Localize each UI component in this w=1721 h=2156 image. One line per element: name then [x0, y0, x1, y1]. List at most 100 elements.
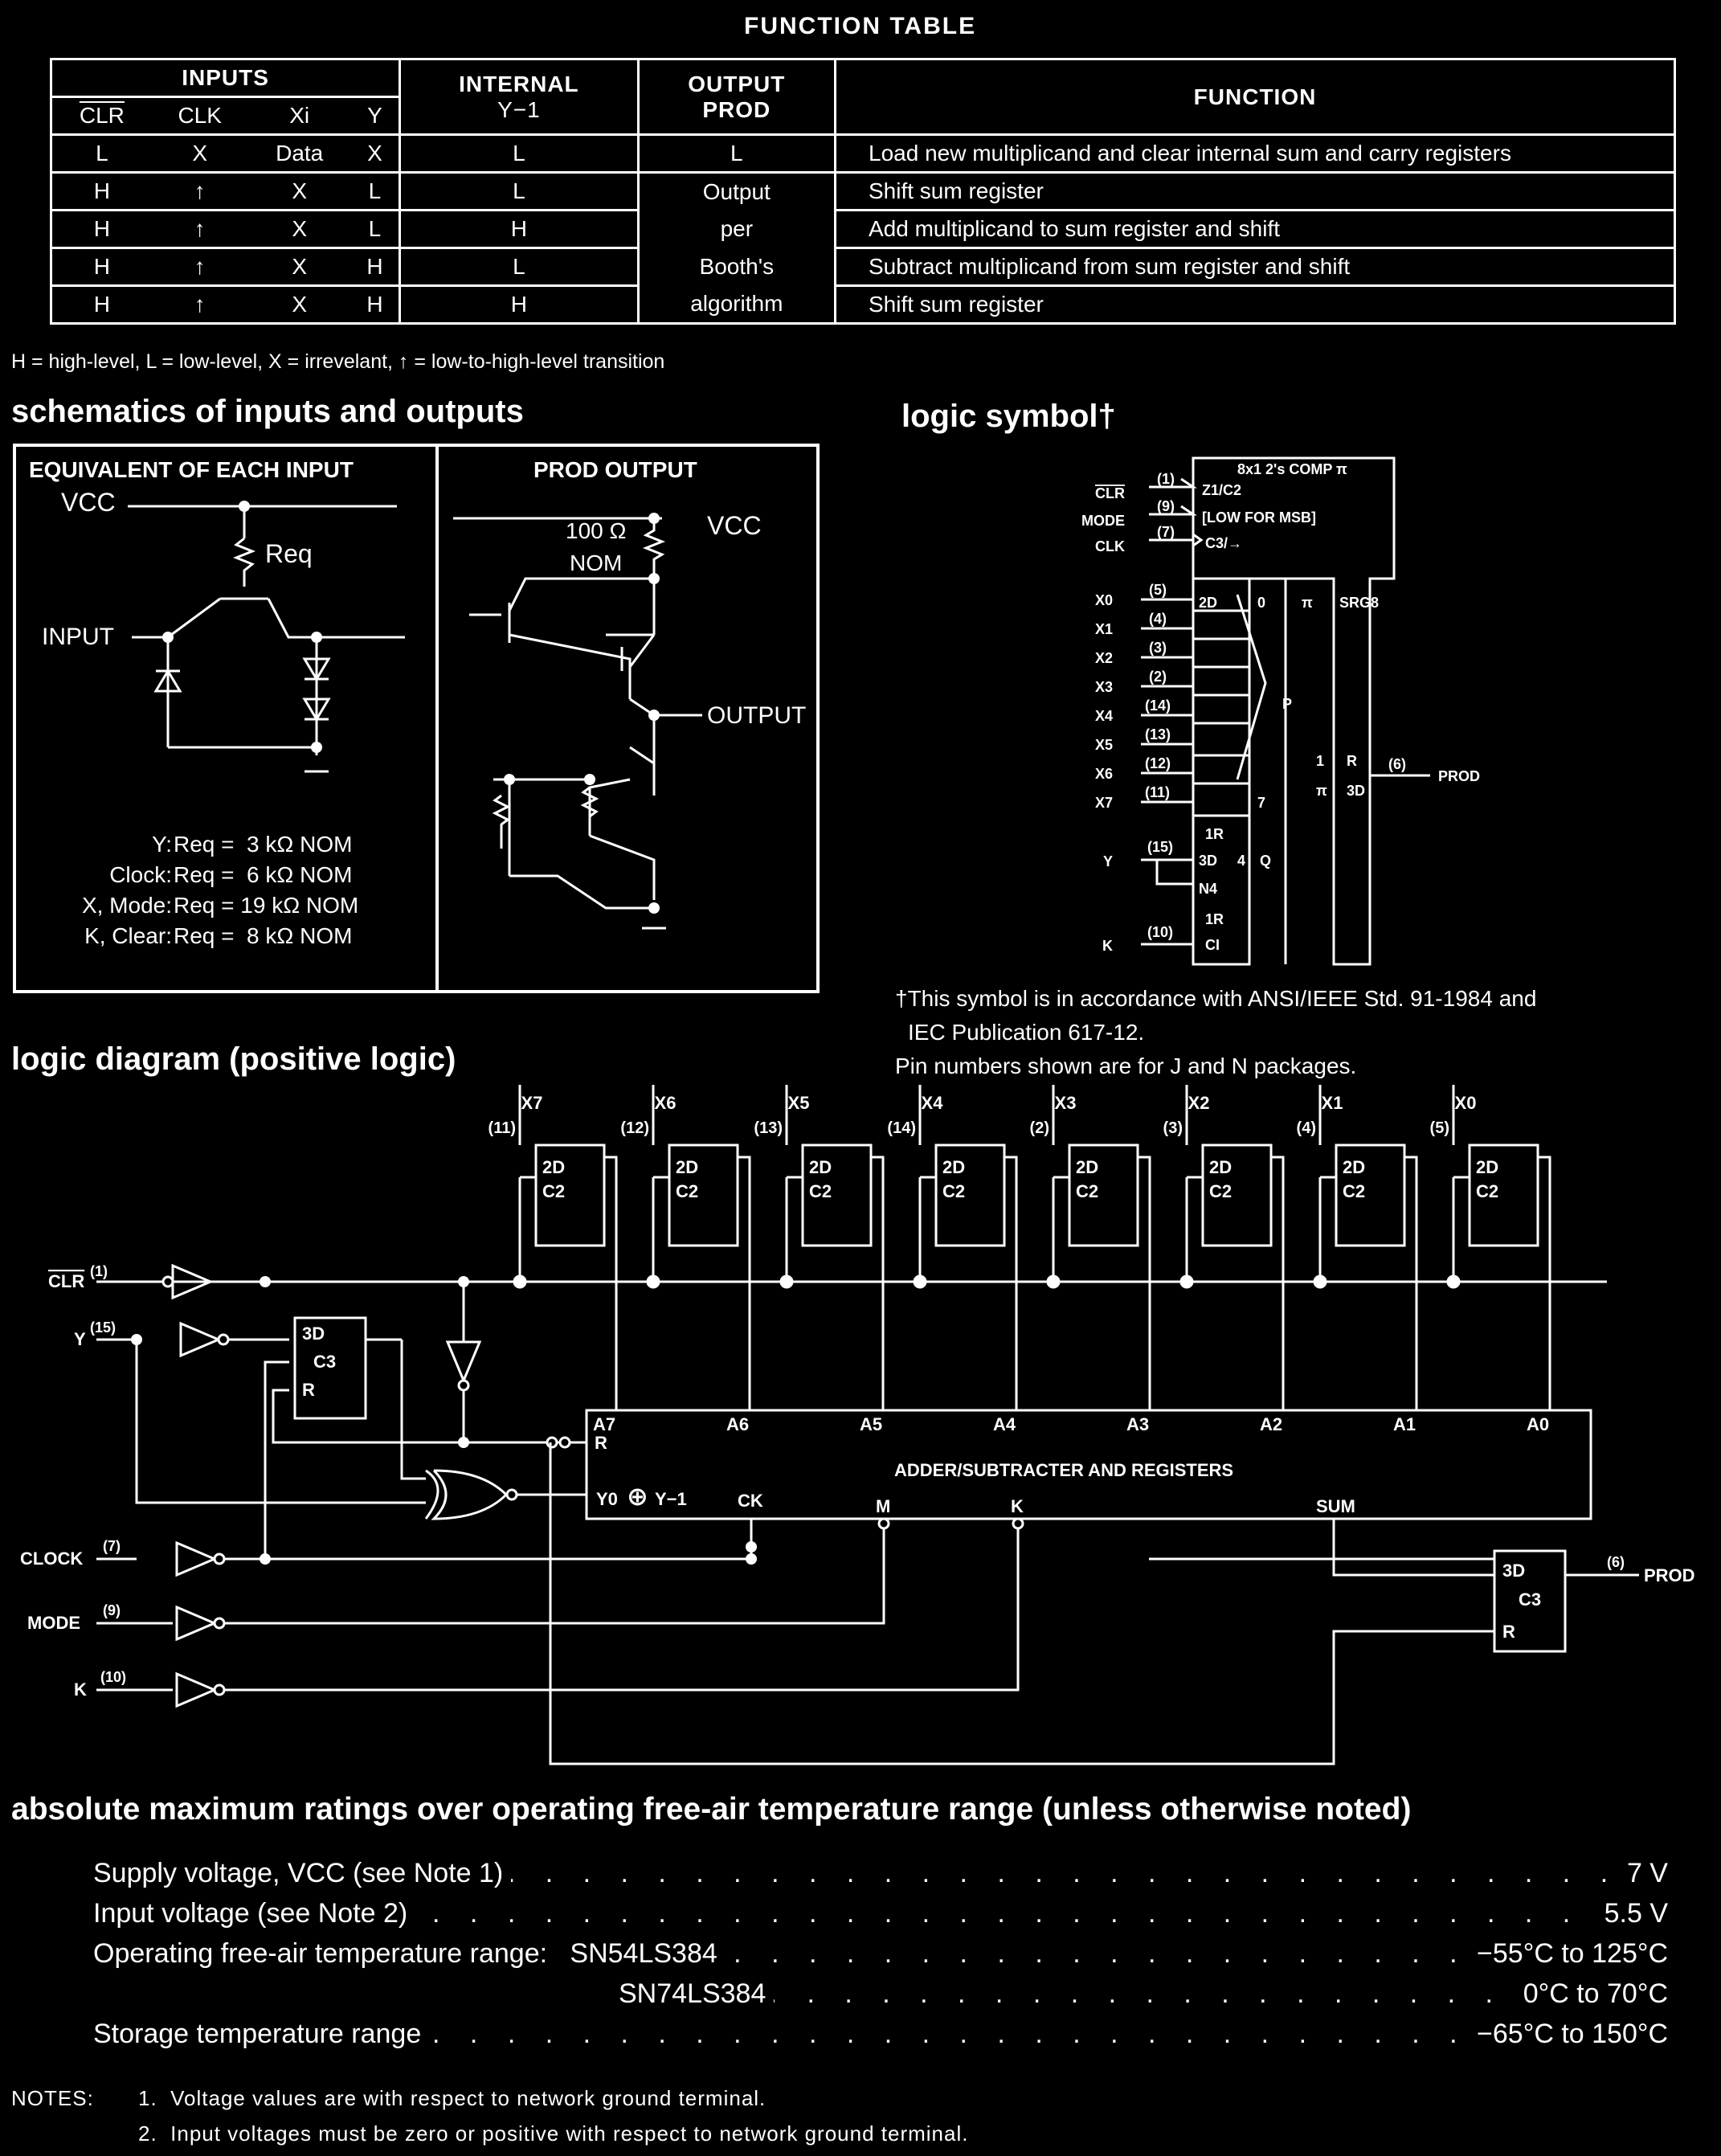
- list-item: . . . . . . . . . . . . . . . . . . . . …: [619, 1978, 1668, 2010]
- diagram-pin: (14): [887, 1119, 916, 1137]
- diagram-x-input: X2: [1188, 1093, 1210, 1113]
- ff-label: 2D: [942, 1157, 965, 1177]
- flip-flop-wire: [1318, 1085, 1418, 1410]
- ff-label: C2: [1343, 1181, 1365, 1201]
- symbol-x-input: X3: [1095, 679, 1113, 695]
- adder-port-label: A6: [726, 1414, 749, 1434]
- input-label: INPUT: [42, 624, 114, 650]
- diagram-input-mode: MODE: [27, 1613, 80, 1633]
- ff-label: 2D: [1209, 1157, 1232, 1177]
- symbol-input-mode: MODE: [1081, 513, 1125, 529]
- symbol-x-input: X5: [1095, 737, 1113, 753]
- symbol-x-input: X7: [1095, 795, 1113, 811]
- req-label: Req: [265, 539, 313, 568]
- symbol-pin: (13): [1145, 726, 1171, 743]
- flip-flop-wire: [652, 1085, 751, 1410]
- symbol-pin: (6): [1388, 756, 1406, 772]
- input-panel-title: EQUIVALENT OF EACH INPUT: [29, 457, 354, 482]
- out-ff-label: C3: [1519, 1589, 1541, 1610]
- ff-label: C2: [1209, 1181, 1232, 1201]
- symbol-pin: (5): [1149, 582, 1167, 598]
- diagram-input-y: Y: [74, 1329, 86, 1349]
- diagram-x-input: X4: [922, 1093, 944, 1113]
- symbol-ctrl: [LOW FOR MSB]: [1202, 509, 1316, 526]
- output-header: OUTPUT PROD: [636, 58, 837, 136]
- req-pin: X, Mode:: [82, 893, 172, 918]
- flip-flop-wire: [1185, 1085, 1285, 1410]
- list-item: . . . . . . . . . . . . . . . . . . . . …: [93, 1858, 1668, 1889]
- symbol-x-input: X0: [1095, 592, 1113, 608]
- note-item: 1. Voltage values are with respect to ne…: [138, 2086, 766, 2110]
- symbol-pin: (1): [1157, 471, 1175, 487]
- inputs-header: INPUTS: [49, 58, 402, 98]
- vcc-label: VCC: [61, 488, 116, 517]
- clr-col-header: CLR: [49, 96, 152, 136]
- internal-header: INTERNAL Y−1: [399, 58, 640, 136]
- diagram-pin: (11): [489, 1119, 516, 1137]
- symbol-inner-label: 1R: [1205, 911, 1224, 927]
- table-row: H ↑ X H L Booth's Subtract multiplicand …: [49, 247, 1676, 287]
- symbol-pin: (4): [1149, 611, 1167, 627]
- flip-flop-wire: [518, 1085, 618, 1410]
- adder-port-label: A0: [1527, 1414, 1549, 1434]
- diagram-x-input: X0: [1455, 1093, 1477, 1113]
- diagram-input-clock: CLOCK: [20, 1548, 83, 1569]
- symbol-pin: (7): [1157, 524, 1175, 540]
- symbol-inner-label: N4: [1199, 881, 1217, 897]
- adder-port-label: A1: [1393, 1414, 1416, 1434]
- diagram-pin: (5): [1430, 1119, 1449, 1137]
- y-col-header: Y: [350, 96, 402, 136]
- note-item: 2. Input voltages must be zero or positi…: [138, 2121, 969, 2146]
- symbol-inner-label: Q: [1260, 853, 1271, 869]
- diagram-x-input: X3: [1055, 1093, 1077, 1113]
- flip-flop-wire: [1052, 1085, 1151, 1410]
- ff-label: C2: [542, 1181, 565, 1201]
- ff-label: 2D: [676, 1157, 698, 1177]
- diagram-pin: (3): [1163, 1119, 1183, 1137]
- logic-diagram-heading: logic diagram (positive logic): [11, 1041, 456, 1077]
- y-ff-label: 3D: [302, 1323, 325, 1344]
- symbol-inner-label: 2D: [1199, 595, 1217, 611]
- symbol-inner-label: 0: [1257, 595, 1265, 611]
- symbol-k-input: K: [1102, 938, 1113, 954]
- symbol-input-clr: CLR: [1095, 485, 1125, 501]
- ff-label: 2D: [1076, 1157, 1098, 1177]
- symbol-x-input: X2: [1095, 650, 1113, 666]
- symbol-inner-label: 1R: [1205, 826, 1224, 842]
- table-row: H ↑ X H H algorithm Shift sum register: [49, 284, 1676, 325]
- nom-label: NOM: [570, 550, 622, 575]
- flip-flop-wire: [1452, 1085, 1551, 1410]
- symbol-inner-label: π: [1302, 595, 1313, 611]
- diagram-pin: (15): [90, 1319, 116, 1336]
- symbol-x-input: X1: [1095, 621, 1113, 637]
- diagram-x-input: X6: [655, 1093, 677, 1113]
- diagram-x-input: X7: [521, 1093, 543, 1113]
- symbol-y-input: Y: [1103, 853, 1113, 869]
- symbol-inner-label: SRG8: [1339, 595, 1379, 611]
- adder-port-label: A7: [593, 1414, 615, 1434]
- adder-input-label: ⊕: [627, 1482, 648, 1511]
- flip-flop-box: [1468, 1143, 1539, 1247]
- adder-input-label: K: [1011, 1496, 1024, 1516]
- symbol-inner-label: π: [1316, 783, 1327, 799]
- diagram-x-input: X5: [788, 1093, 810, 1113]
- y-ff-label: C3: [313, 1352, 336, 1372]
- diagram-pin: (10): [100, 1669, 126, 1685]
- req-value: Req = 6 kΩ NOM: [174, 862, 352, 887]
- schematics-figure: EQUIVALENT OF EACH INPUT PROD OUTPUT VCC…: [13, 444, 820, 993]
- req-pin: K, Clear:: [84, 923, 172, 948]
- diagram-pin: (1): [90, 1263, 108, 1279]
- symbol-pin: (12): [1145, 755, 1171, 771]
- list-item: . . . . . . . . . . . . . . . . . . . . …: [93, 2019, 1668, 2050]
- ff-label: C2: [809, 1181, 832, 1201]
- function-table-legend: H = high-level, L = low-level, X = irrev…: [11, 350, 665, 373]
- adder-title: ADDER/SUBTRACTER AND REGISTERS: [894, 1460, 1233, 1480]
- output-vcc-label: VCC: [707, 511, 762, 540]
- symbol-pin: (15): [1147, 839, 1173, 855]
- symbol-header: 8x1 2's COMP π: [1237, 461, 1347, 477]
- logic-symbol-footnote: †This symbol is in accordance with ANSI/…: [895, 986, 1537, 1078]
- symbol-pin: (11): [1145, 784, 1170, 800]
- ff-label: C2: [1076, 1181, 1098, 1201]
- adder-input-label: Y−1: [655, 1489, 687, 1509]
- ff-label: 2D: [1343, 1157, 1365, 1177]
